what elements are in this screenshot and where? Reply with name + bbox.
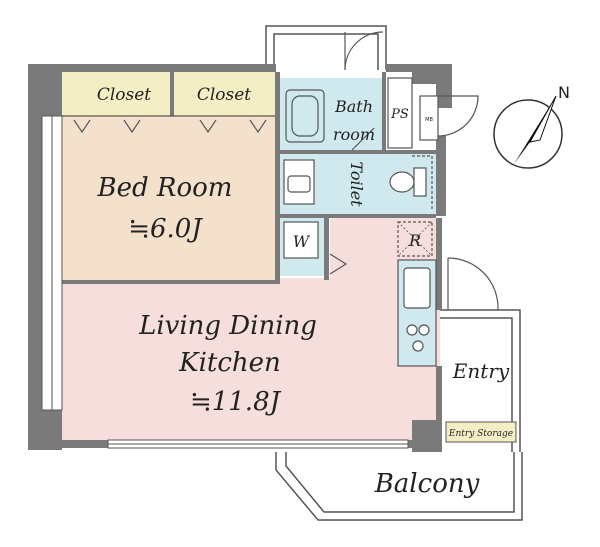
mb-box	[419, 95, 439, 141]
fridge-label: R	[408, 231, 421, 250]
entry-label: Entry	[452, 359, 510, 383]
ps-label: PS	[390, 107, 409, 122]
compass-needle-dark	[514, 96, 556, 164]
entry-storage-box	[445, 421, 517, 443]
closet-left-label: Closet	[97, 85, 151, 105]
bathtub	[285, 89, 375, 151]
washer-box	[283, 221, 319, 259]
windows	[41, 115, 409, 449]
entry-storage-label: Entry Storage	[448, 429, 513, 439]
compass-label: N	[558, 83, 570, 102]
washer-label: W	[293, 232, 311, 251]
fridge-box	[397, 221, 433, 257]
balcony-label: Balcony	[374, 469, 480, 499]
toilet-fixtures	[283, 155, 433, 210]
compass-needle-light	[529, 95, 557, 143]
bath-label-2: room	[333, 125, 375, 144]
ldk-label-1: Living Dining	[138, 311, 317, 341]
closet-doors	[62, 115, 275, 134]
entry-outline	[440, 309, 521, 452]
balcony-outline	[275, 452, 523, 521]
bedroom-size-label: ≒6.0J	[128, 214, 203, 244]
interior-walls	[62, 72, 442, 422]
bath-label-1: Bath	[334, 97, 373, 116]
closet-right-fill	[174, 72, 275, 116]
mb-label: MB	[425, 117, 433, 123]
ldk-fill	[62, 218, 440, 440]
bedroom-name-label: Bed Room	[97, 173, 233, 203]
ldk-door-triangle	[329, 253, 348, 275]
ldk-label-2: Kitchen	[178, 348, 281, 378]
closet-right-label: Closet	[197, 85, 251, 105]
entry-door	[447, 257, 499, 311]
compass: N	[493, 83, 570, 169]
top-bay	[265, 25, 387, 71]
compass-circle	[493, 99, 563, 169]
closet-left-fill	[62, 72, 170, 116]
mb-door	[437, 95, 479, 137]
bedroom-fill	[62, 116, 275, 280]
ldk-size-label: ≒11.8J	[190, 387, 282, 417]
ps-box	[387, 77, 413, 149]
toilet-label: Toilet	[347, 161, 366, 207]
kitchen-counter	[397, 259, 437, 367]
fridge-x2	[397, 221, 433, 257]
